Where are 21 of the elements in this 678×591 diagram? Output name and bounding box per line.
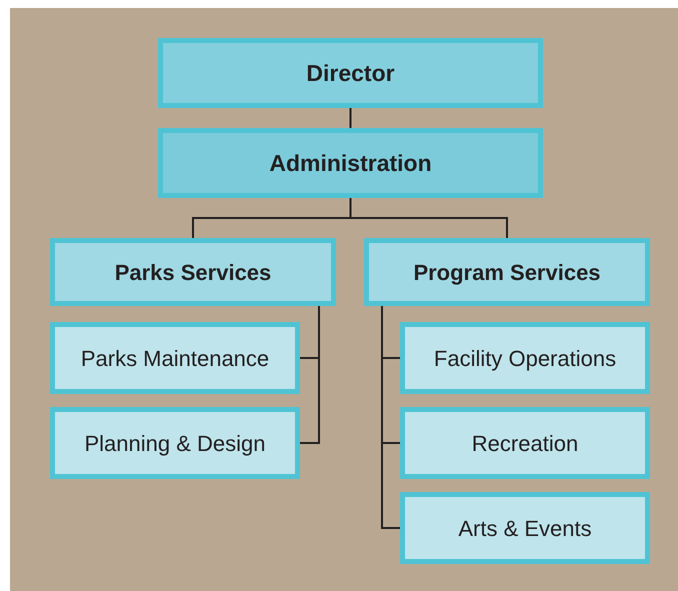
box-label: Parks Maintenance <box>80 344 270 372</box>
org-box <box>50 238 336 306</box>
org-box <box>158 38 543 108</box>
box-label: Administration <box>269 148 432 178</box>
org-box <box>50 322 300 394</box>
org-box <box>50 407 300 479</box>
connector-line <box>350 108 352 128</box>
org-box <box>158 128 543 198</box>
connector-line <box>381 306 400 529</box>
box-label: Facility Operations <box>434 344 616 373</box>
box-label: Arts & Events <box>458 514 592 542</box>
box-label: Program Services <box>413 258 601 287</box>
org-box <box>400 492 650 564</box>
connector-line <box>300 306 320 444</box>
org-box <box>400 407 650 479</box>
box-label: Director <box>306 58 395 88</box>
box-label: Parks Services <box>114 258 272 286</box>
org-box <box>364 238 650 306</box>
box-label: Planning & Design <box>84 430 266 458</box>
box-label: Recreation <box>472 430 578 458</box>
org-box <box>400 322 650 394</box>
